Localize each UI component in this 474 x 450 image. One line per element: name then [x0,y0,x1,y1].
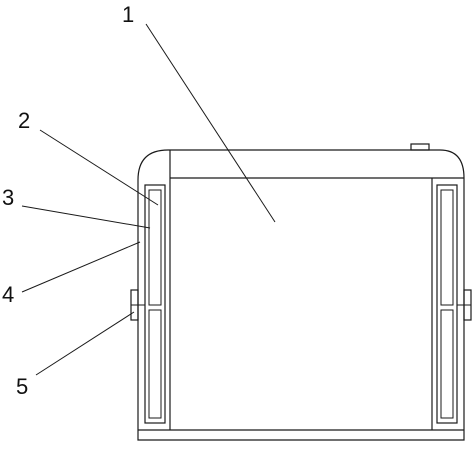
right-rail [436,184,458,424]
leader-line-4 [21,241,141,293]
leader-line-2 [39,129,159,206]
leader-line-1 [145,23,276,223]
callout-5: 5 [16,374,29,399]
left-rail [144,184,166,424]
leader-line-3 [21,205,151,229]
callout-1: 1 [122,2,135,27]
leader-line-5 [35,311,135,376]
right-latch [457,289,472,321]
left-latch [130,289,145,321]
housing-body [137,143,465,441]
callout-4: 4 [2,282,15,307]
callout-3: 3 [2,185,15,210]
callout-2: 2 [18,108,31,133]
